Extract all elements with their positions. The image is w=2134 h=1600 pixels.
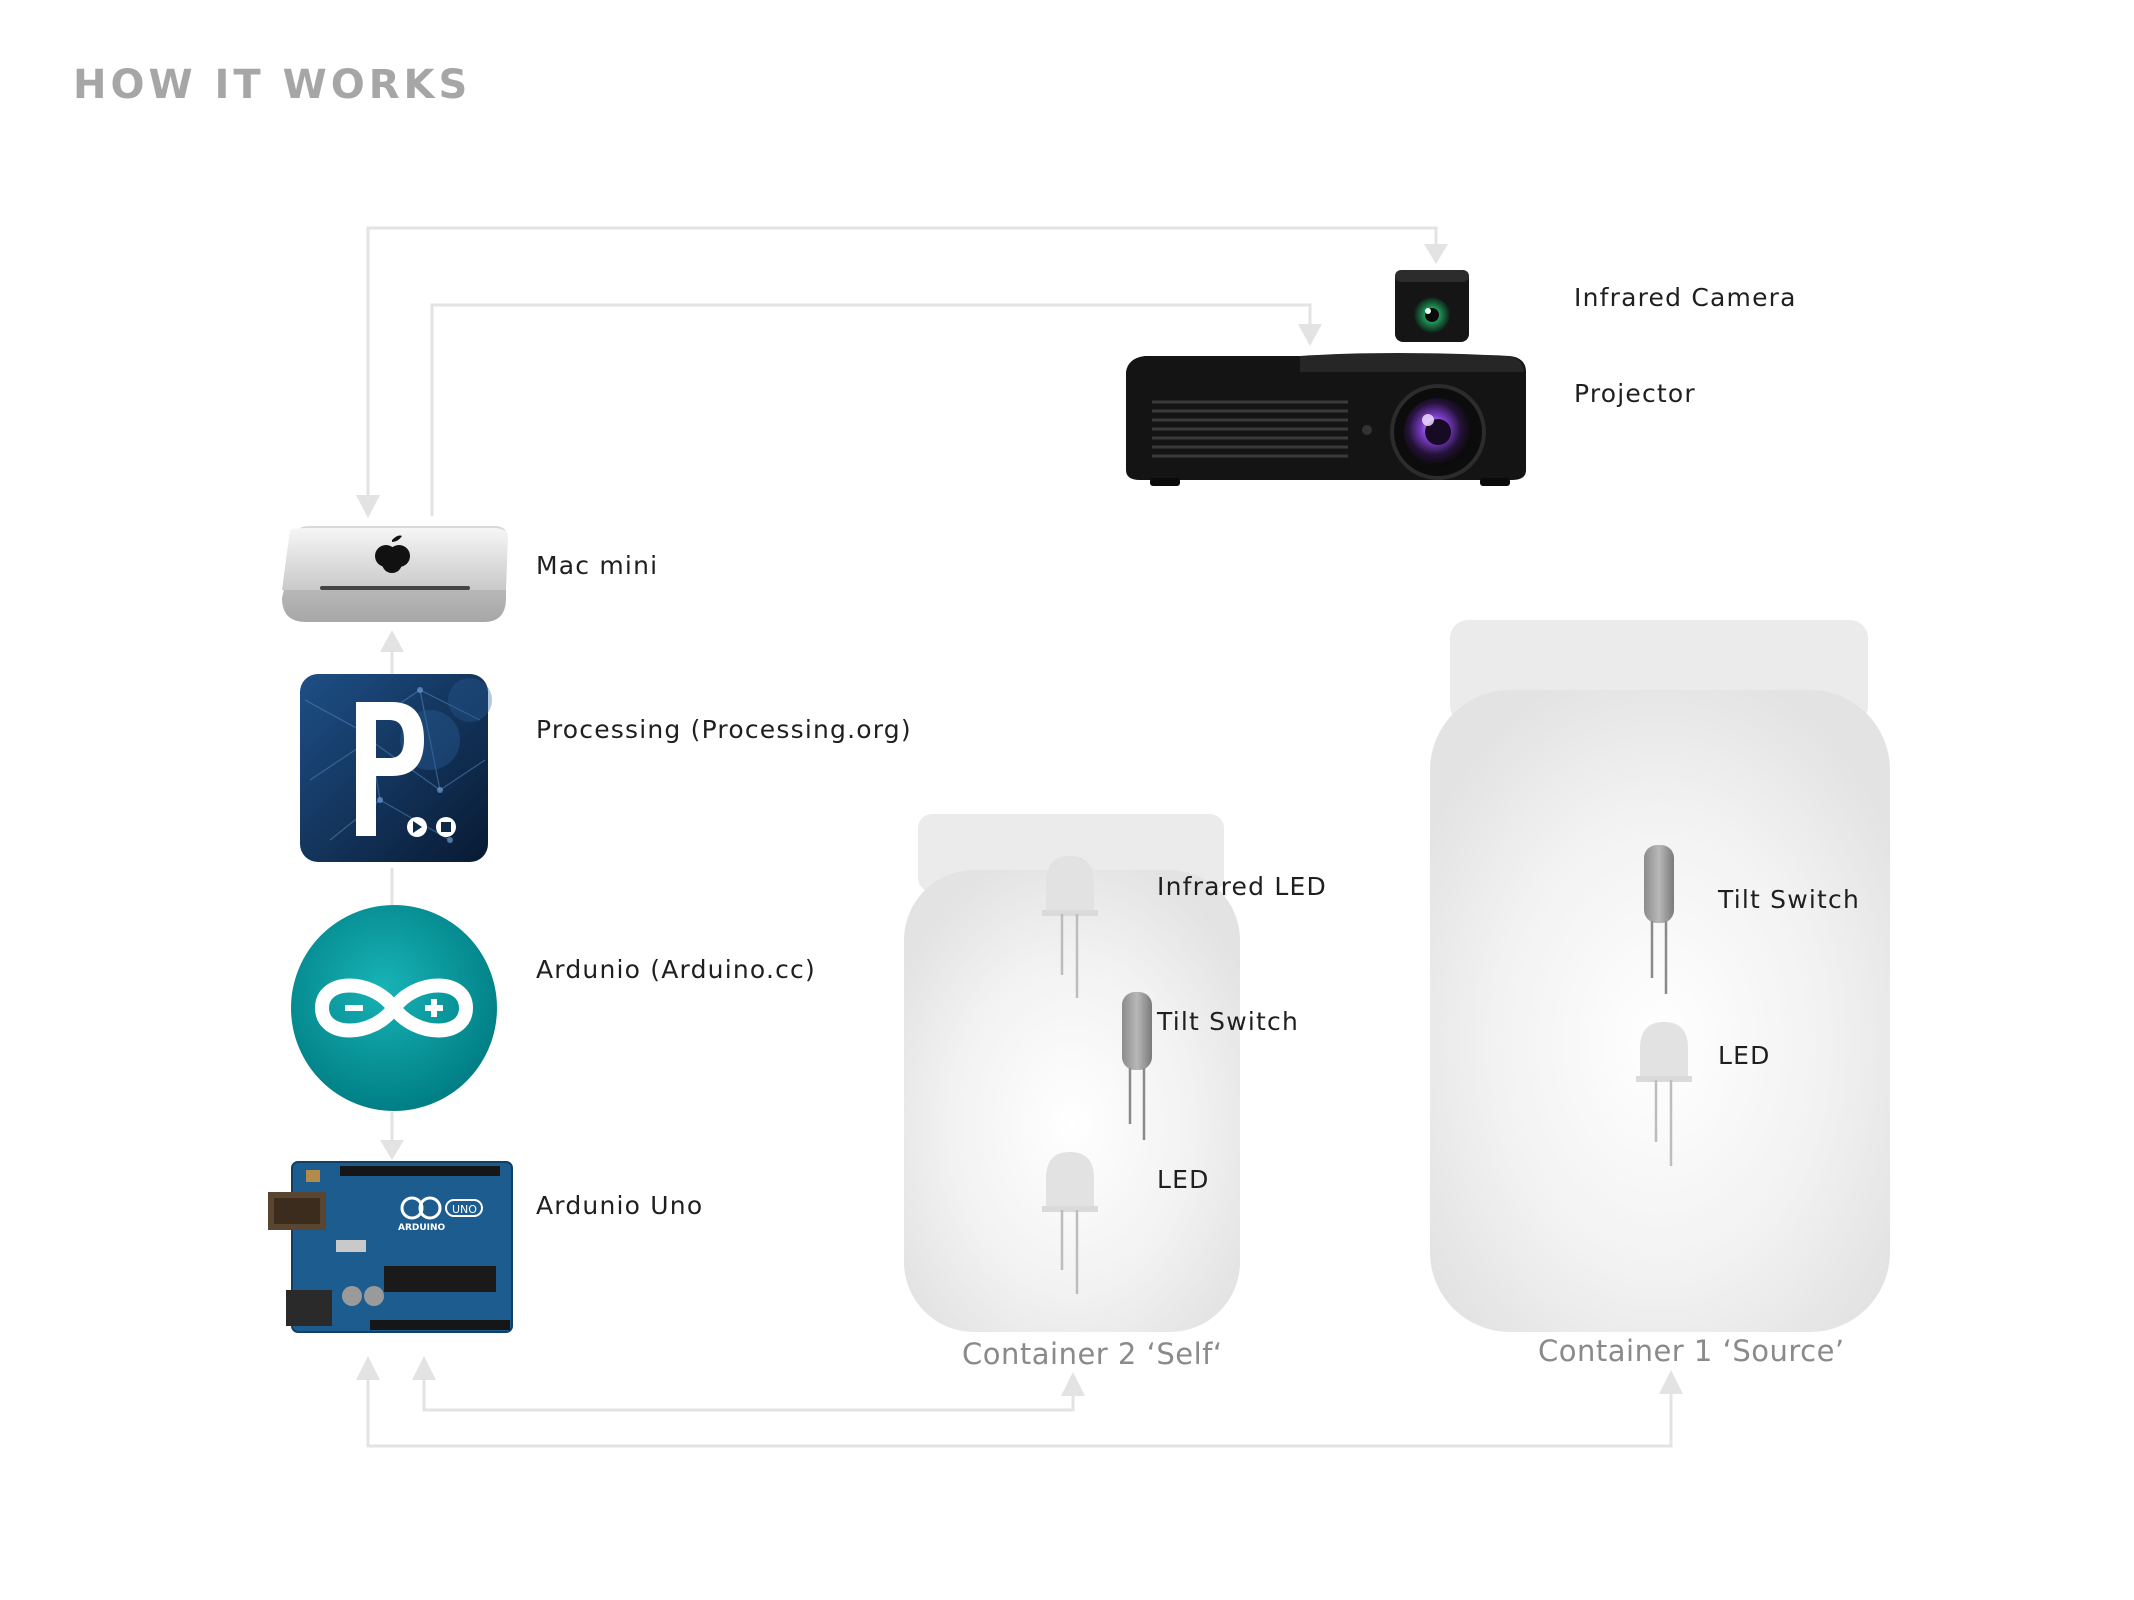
container-2-led-label: LED [1157,1165,1210,1194]
infrared-camera-icon [1395,270,1469,342]
container-2-infrared-led-label: Infrared LED [1157,872,1327,901]
arrow-head-projector [1298,324,1322,346]
board-uno-text: UNO [452,1203,477,1216]
container-2-tilt-switch-label: Tilt Switch [1156,1007,1299,1036]
arrow-head-container-2 [1061,1372,1085,1396]
arduino-uno-label: Ardunio Uno [536,1191,703,1220]
arrow-head-board-a [412,1356,436,1380]
projector-vent [1152,402,1348,456]
board-arduino-text: ARDUINO [398,1223,446,1233]
mac-mini-icon [282,526,508,622]
arrow-head-mac-bottom [380,630,404,652]
arduino-logo-icon [291,905,497,1111]
infrared-camera-label: Infrared Camera [1574,283,1797,312]
processing-logo-icon [300,674,492,862]
arrow-head-board [380,1140,404,1160]
arrow-head-mac [356,495,380,518]
arrow-head-board-b [356,1356,380,1380]
mac-mini-label: Mac mini [536,551,658,580]
processing-label: Processing (Processing.org) [536,715,912,744]
connector-board-to-container-2 [424,1375,1073,1410]
container-2-title: Container 2 ‘Self‘ [962,1337,1223,1371]
container-1-led-label: LED [1718,1041,1771,1070]
projector-icon [1126,353,1526,486]
arrow-head-camera [1424,244,1448,264]
arrow-head-container-1 [1659,1370,1683,1394]
page-title: HOW IT WORKS [73,62,471,108]
arduino-software-label: Ardunio (Arduino.cc) [536,955,816,984]
container-1-tilt-switch-label: Tilt Switch [1717,885,1860,914]
container-1-jar [1430,620,1890,1332]
container-1-title: Container 1 ‘Source’ [1538,1334,1845,1368]
projector-label: Projector [1574,379,1696,408]
arduino-uno-board-icon: UNO ARDUINO [268,1162,512,1332]
